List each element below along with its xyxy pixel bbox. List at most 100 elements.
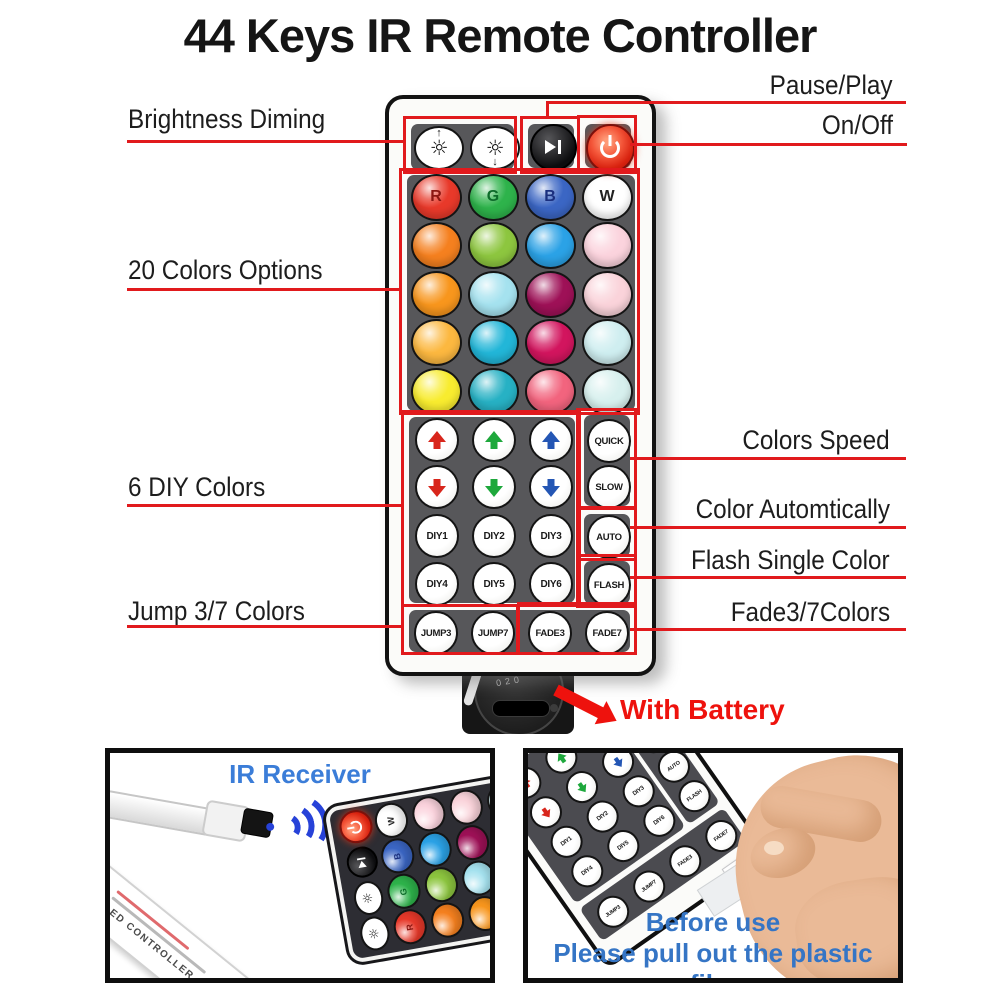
- color-button-10: [467, 270, 519, 318]
- label-brightness-diming: Brightness Diming: [128, 104, 326, 134]
- decor: [485, 485, 503, 497]
- down-arrow-icon: [485, 478, 503, 497]
- label-pause-play: Pause/Play: [770, 70, 893, 100]
- sun-icon: ☼: [365, 926, 383, 941]
- decor: [433, 440, 441, 449]
- mini-play-pause: [343, 844, 380, 881]
- color-letter: G: [486, 188, 500, 205]
- mini-color-button: B: [378, 836, 417, 877]
- color-letter: R: [430, 188, 442, 205]
- mini-brightness-up: ☼: [357, 914, 392, 953]
- ir-receiver-title: IR Receiver: [229, 759, 371, 789]
- decor: [542, 430, 560, 442]
- auto-panel: AUTO: [584, 514, 631, 559]
- diy2-button: DIY2: [472, 514, 516, 558]
- speed-down-button-2: [472, 465, 516, 509]
- mini-color-button: G: [384, 871, 423, 912]
- up-arrow-icon: [553, 753, 569, 765]
- play-pause-icon: [545, 140, 561, 154]
- annotation-line-pause-play-vertical: [546, 101, 549, 119]
- color-letter: G: [397, 887, 409, 897]
- mini-color-button: [409, 794, 448, 835]
- decor: [428, 430, 446, 442]
- decor: [433, 478, 441, 487]
- mini-brightness-down: ☼: [350, 878, 386, 918]
- color-letter: W: [384, 815, 397, 827]
- play-pause-icon: [356, 857, 367, 869]
- label-with-battery: With Battery: [620, 694, 785, 725]
- decor: [490, 478, 498, 487]
- color-button-19: [524, 367, 576, 415]
- diy5-button: DIY5: [472, 562, 516, 606]
- decor: [559, 756, 567, 763]
- fade3-button: FADE3: [528, 611, 572, 655]
- diy1-button: DIY1: [415, 514, 459, 558]
- before-use-panel: DIY1DIY2DIY3DIY4DIY5DIY6QUICKSLOWAUTOFLA…: [523, 748, 903, 983]
- annotation-line-jump: [127, 625, 403, 628]
- color-button-w: W: [581, 173, 633, 221]
- power-icon: [347, 819, 364, 835]
- speed-up-button-3: [529, 418, 573, 462]
- mini-color-button: [421, 865, 461, 906]
- color-button-11: [524, 270, 576, 318]
- color-button-9: [410, 270, 462, 318]
- annotation-line-flash: [630, 576, 906, 579]
- sun-icon: ☼: [429, 135, 449, 160]
- mini-color-button: W: [371, 800, 411, 842]
- color-button-b: B: [524, 173, 576, 221]
- down-arrow-icon: [574, 779, 590, 795]
- label-fade-3-7-colors: Fade3/7Colors: [730, 597, 890, 627]
- fade7-button: FADE7: [585, 611, 629, 655]
- label-flash-single-color: Flash Single Color: [691, 545, 890, 575]
- brightness-mark: ↓: [492, 156, 498, 168]
- decor: [545, 140, 556, 154]
- color-letter: W: [599, 188, 615, 205]
- flash-panel: FLASH: [584, 561, 631, 607]
- decor: [547, 440, 555, 449]
- color-button-18: [467, 367, 519, 415]
- mini-color-button: [465, 894, 490, 935]
- decor: [542, 485, 560, 497]
- led-controller: LED CONTROLLER: [110, 859, 291, 978]
- color-button-8: [581, 222, 633, 269]
- jump3-button: JUMP3: [414, 611, 458, 655]
- annotation-line-auto: [630, 526, 906, 529]
- brightness-down-button: ☼↓: [470, 126, 520, 170]
- decor: [485, 430, 503, 442]
- jump7-button: JUMP7: [471, 611, 515, 655]
- color-button-17: [410, 367, 462, 415]
- diy4-button: DIY4: [415, 562, 459, 606]
- color-button-5: [410, 222, 462, 269]
- before-use-line2: Please pull out the plastic film: [553, 938, 873, 978]
- color-button-13: [410, 319, 462, 366]
- power-button: [585, 123, 635, 173]
- decor: [528, 781, 530, 789]
- up-arrow-icon: [485, 430, 503, 450]
- color-letter: B: [544, 188, 556, 205]
- color-button-14: [467, 319, 519, 366]
- color-button-7: [524, 222, 576, 269]
- label-color-automatically: Color Automtically: [695, 494, 890, 524]
- color-button-g: G: [467, 173, 519, 221]
- color-button-12: [581, 270, 633, 318]
- wifi-signal-arcs-icon: [262, 787, 334, 861]
- color-letter: B: [391, 852, 403, 861]
- label-20-colors-options: 20 Colors Options: [128, 255, 323, 285]
- annotation-line-colors-speed: [630, 457, 906, 460]
- sun-icon: ☼: [485, 135, 505, 160]
- auto-button: AUTO: [587, 515, 631, 559]
- speed-down-button-1: [415, 465, 459, 509]
- diy3-button: DIY3: [529, 514, 573, 558]
- decor: [490, 440, 498, 449]
- mini-fade3: FADE3: [662, 839, 708, 884]
- annotation-line-fade: [630, 628, 906, 631]
- label-on-off: On/Off: [821, 110, 893, 140]
- brightness-mark: ↑: [436, 127, 442, 139]
- diy6-button: DIY6: [529, 562, 573, 606]
- mini-color-button: [446, 787, 486, 828]
- mini-color-button: [415, 829, 455, 870]
